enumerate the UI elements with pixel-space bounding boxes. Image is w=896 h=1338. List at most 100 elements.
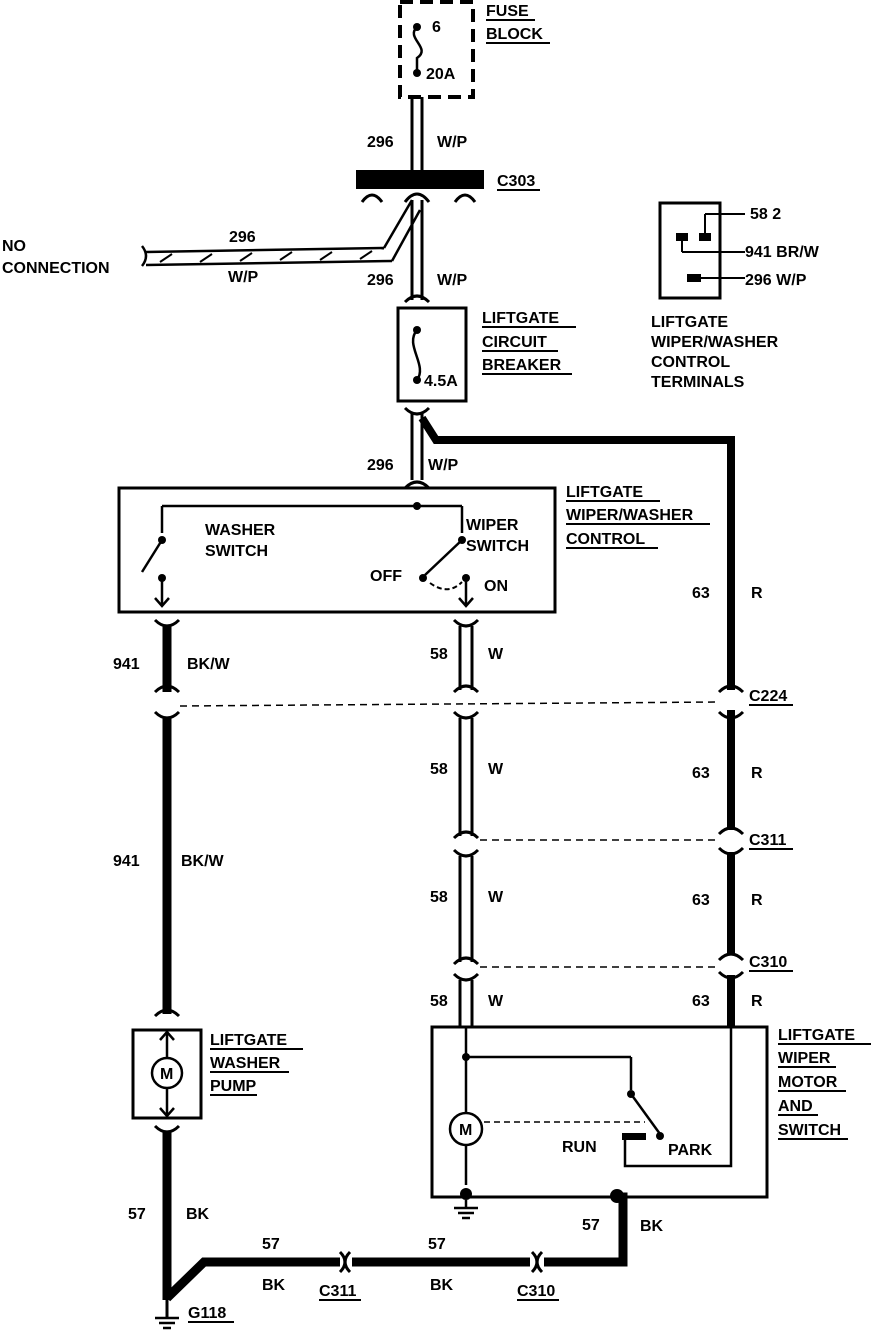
wiper-motor-label-5: SWITCH	[778, 1122, 841, 1139]
wire-57-number-4: 57	[582, 1217, 600, 1234]
wire-63-number-3: 63	[692, 892, 710, 909]
circuit-breaker: 4.5A	[396, 306, 468, 403]
no-connection-wire	[140, 199, 422, 267]
wire-63-color-1: R	[751, 585, 763, 602]
breaker-rating: 4.5A	[424, 373, 458, 390]
terminal-296: 296 W/P	[745, 272, 807, 289]
washer-pump-label-3: PUMP	[210, 1078, 257, 1095]
wire-58-color-1: W	[488, 646, 504, 663]
wiper-motor-label-3: MOTOR	[778, 1074, 838, 1091]
ground-g118-label: G118	[188, 1305, 226, 1322]
control-terminals	[658, 201, 745, 300]
wire-296-number-2: 296	[367, 272, 394, 289]
wiper-run-label: RUN	[562, 1139, 597, 1156]
wire-296-middle	[403, 200, 431, 304]
washer-switch-label-2: SWITCH	[205, 543, 268, 560]
wire-296-color-3: W/P	[428, 457, 459, 474]
wiper-motor-symbol: M	[459, 1122, 472, 1139]
wiper-switch-label-2: SWITCH	[466, 538, 529, 555]
wire-57	[153, 1124, 628, 1330]
connector-c310-lower-label: C310	[517, 1283, 555, 1300]
no-connection-label-1: NO	[2, 238, 26, 255]
connector-c310-upper	[480, 952, 745, 980]
breaker-label-2: CIRCUIT	[482, 334, 547, 351]
fuse-rating: 20A	[426, 66, 456, 83]
wire-57-number-2: 57	[262, 1236, 280, 1253]
wire-941	[153, 618, 181, 1018]
wire-58	[452, 618, 480, 1028]
terminal-941: 941 BR/W	[745, 244, 820, 261]
no-connection-label-2: CONNECTION	[2, 260, 110, 277]
wire-941-color-1: BK/W	[187, 656, 231, 673]
terminal-58: 58 2	[750, 206, 781, 223]
wiper-park-label: PARK	[668, 1142, 713, 1159]
wire-58-number-3: 58	[430, 889, 448, 906]
connector-c310-upper-label: C310	[749, 954, 787, 971]
wire-296-top	[410, 97, 424, 172]
fuse-block: 6 20A	[398, 0, 475, 99]
connector-c311-lower-label: C311	[319, 1283, 356, 1300]
wire-57-color-1: BK	[186, 1206, 210, 1223]
control-label-2: WIPER/WASHER	[566, 507, 694, 524]
wire-63-color-4: R	[751, 993, 763, 1010]
wire-941-number-2: 941	[113, 853, 140, 870]
wiper-motor-label-4: AND	[778, 1098, 813, 1115]
wire-296-number-3: 296	[367, 457, 394, 474]
wire-941-color-2: BK/W	[181, 853, 225, 870]
fuse-block-label-1: FUSE	[486, 3, 529, 20]
terminals-caption-1: LIFTGATE	[651, 314, 728, 331]
connector-c303-label: C303	[497, 173, 535, 190]
wire-296-number-nc: 296	[229, 229, 256, 246]
wire-63	[418, 415, 735, 1026]
washer-pump-label-1: LIFTGATE	[210, 1032, 287, 1049]
wire-941-number-1: 941	[113, 656, 140, 673]
wire-63-number-2: 63	[692, 765, 710, 782]
washer-pump-motor-symbol: M	[160, 1066, 173, 1083]
wire-58-number-1: 58	[430, 646, 448, 663]
wiper-on-label: ON	[484, 578, 508, 595]
wire-58-color-3: W	[488, 889, 504, 906]
breaker-label-1: LIFTGATE	[482, 310, 559, 327]
wire-296-color-nc: W/P	[228, 269, 259, 286]
control-label-1: LIFTGATE	[566, 484, 643, 501]
wiper-motor-switch: M	[430, 1025, 769, 1220]
wire-57-number-1: 57	[128, 1206, 146, 1223]
wiper-motor-label-2: WIPER	[778, 1050, 831, 1067]
wire-296-color-2: W/P	[437, 272, 468, 289]
washer-pump-label-2: WASHER	[210, 1055, 281, 1072]
wiper-washer-control	[117, 486, 557, 614]
wire-58-color-2: W	[488, 761, 504, 778]
wire-296-lower	[403, 406, 431, 490]
connector-c311-upper-label: C311	[749, 832, 786, 849]
wire-296-color-1: W/P	[437, 134, 468, 151]
washer-switch-label-1: WASHER	[205, 522, 276, 539]
wiper-switch-label-1: WIPER	[466, 517, 519, 534]
wiper-off-label: OFF	[370, 568, 402, 585]
wire-296-number-1: 296	[367, 134, 394, 151]
wire-63-color-2: R	[751, 765, 763, 782]
wire-58-number-2: 58	[430, 761, 448, 778]
wire-57-color-3: BK	[430, 1277, 454, 1294]
wire-63-number-1: 63	[692, 585, 710, 602]
terminals-caption-3: CONTROL	[651, 354, 730, 371]
connector-c224	[179, 684, 745, 720]
wire-58-number-4: 58	[430, 993, 448, 1010]
terminals-caption-2: WIPER/WASHER	[651, 334, 779, 351]
terminals-caption-4: TERMINALS	[651, 374, 745, 391]
control-label-3: CONTROL	[566, 531, 645, 548]
wire-57-color-4: BK	[640, 1218, 664, 1235]
wire-63-color-3: R	[751, 892, 763, 909]
washer-pump: M	[131, 1028, 203, 1120]
connector-c224-label: C224	[749, 688, 787, 705]
wire-57-number-3: 57	[428, 1236, 446, 1253]
breaker-label-3: BREAKER	[482, 357, 562, 374]
connector-c303	[356, 170, 484, 203]
wire-63-number-4: 63	[692, 993, 710, 1010]
wiper-motor-label-1: LIFTGATE	[778, 1027, 855, 1044]
wire-58-color-4: W	[488, 993, 504, 1010]
fuse-number: 6	[432, 19, 441, 36]
wire-57-color-2: BK	[262, 1277, 286, 1294]
fuse-block-label-2: BLOCK	[486, 26, 543, 43]
connector-c311-upper	[480, 826, 745, 856]
